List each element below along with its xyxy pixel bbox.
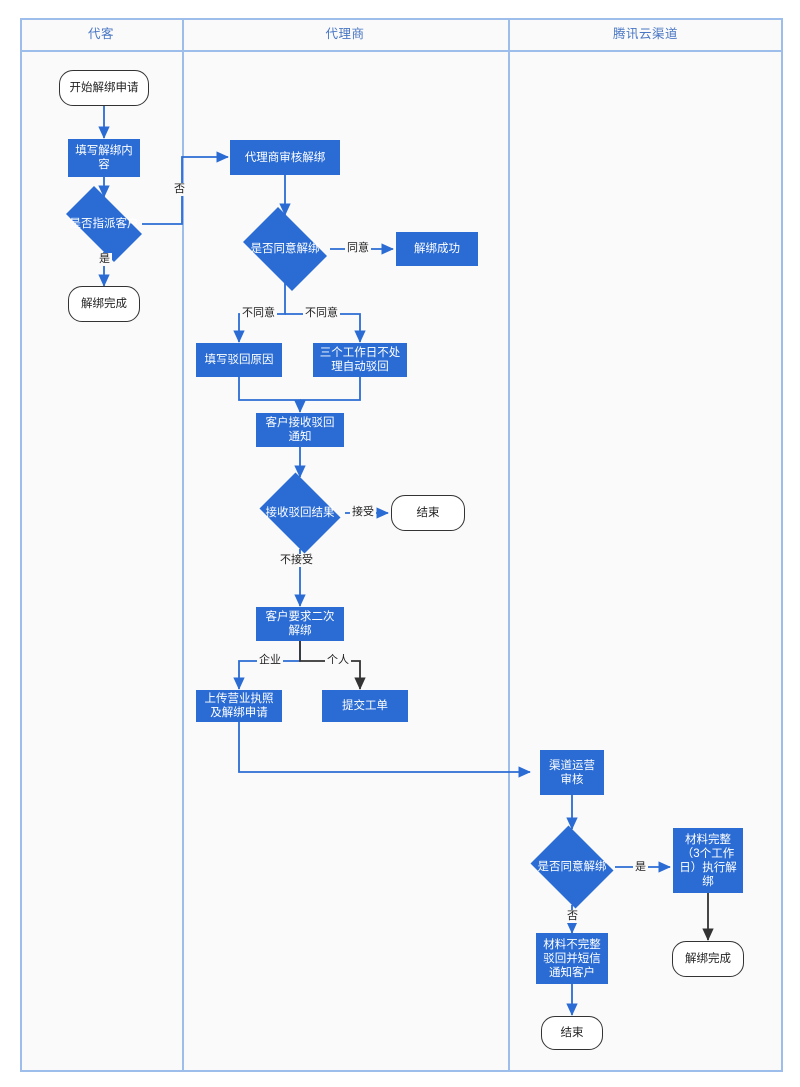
node-submit-ticket[interactable]: 提交工单	[322, 690, 408, 722]
edge-label-fou2: 否	[565, 910, 580, 923]
edge-label-bujieshou: 不接受	[278, 554, 315, 567]
node-customer-request-second-unbind[interactable]: 客户要求二次解绑	[256, 607, 344, 641]
edge-label-butongyi-b: 不同意	[303, 307, 340, 320]
node-unbind-complete-daike[interactable]: 解绑完成	[68, 286, 140, 322]
node-materials-incomplete-reject-sms[interactable]: 材料不完整驳回并短信通知客户	[536, 933, 608, 984]
lane-title-daike: 代客	[87, 27, 114, 41]
node-agent-review-unbind[interactable]: 代理商审核解绑	[230, 140, 340, 175]
edge-label-shi: 是	[97, 253, 112, 266]
node-fill-unbind-content[interactable]: 填写解绑内容	[68, 139, 140, 177]
node-start-unbind-request[interactable]: 开始解绑申请	[59, 70, 149, 106]
node-unbind-success[interactable]: 解绑成功	[396, 232, 478, 266]
node-upload-license-and-application[interactable]: 上传营业执照及解绑申请	[196, 690, 282, 722]
node-end-tencent[interactable]: 结束	[541, 1016, 603, 1050]
swimlane-header-rule	[20, 50, 783, 52]
node-auto-reject-three-days[interactable]: 三个工作日不处理自动驳回	[313, 343, 407, 377]
node-materials-complete-execute-unbind[interactable]: 材料完整（3个工作日）执行解绑	[673, 828, 743, 893]
node-fill-reject-reason[interactable]: 填写驳回原因	[196, 343, 282, 377]
lane-title-tencent: 腾讯云渠道	[612, 27, 678, 41]
swimlane-divider-2	[508, 18, 510, 1072]
node-unbind-complete-tencent[interactable]: 解绑完成	[672, 941, 744, 977]
node-channel-agree-unbind[interactable]: 是否同意解绑	[527, 825, 617, 909]
edge-label-shi2: 是	[633, 861, 648, 874]
lane-title-agent: 代理商	[325, 27, 365, 41]
edge-label-geren: 个人	[325, 654, 351, 667]
node-is-assigned-customer[interactable]: 是否指派客户	[56, 186, 152, 262]
edge-label-fou: 否	[172, 183, 187, 196]
node-channel-operations-review[interactable]: 渠道运营审核	[540, 750, 604, 795]
swimlane-divider-1	[182, 18, 184, 1072]
node-customer-receive-reject-notice[interactable]: 客户接收驳回通知	[256, 413, 344, 447]
edge-label-butongyi-a: 不同意	[240, 307, 277, 320]
node-agent-agree-unbind[interactable]: 是否同意解绑	[236, 207, 334, 291]
edge-label-jieshou: 接受	[350, 506, 376, 519]
node-receive-reject-result[interactable]: 接收驳回结果	[255, 472, 345, 554]
edge-label-tongyi: 同意	[345, 242, 371, 255]
node-end-agent[interactable]: 结束	[391, 495, 465, 531]
edge-label-qiye: 企业	[257, 654, 283, 667]
